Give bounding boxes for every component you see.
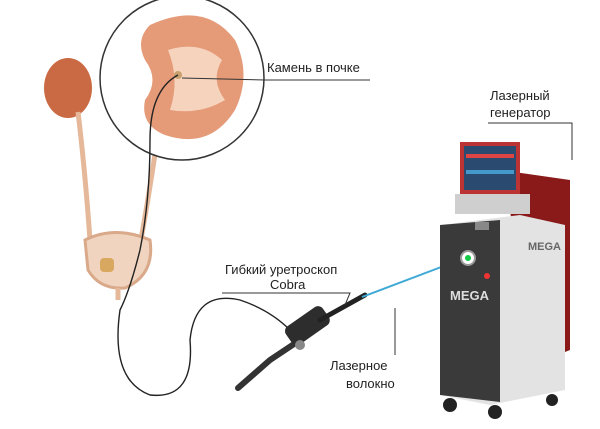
bladder	[83, 231, 153, 290]
stone-leader-line	[181, 77, 370, 81]
label-laser-fiber-line2: волокно	[346, 376, 395, 391]
scope-leader-line	[222, 292, 351, 306]
urethroscope-tip	[100, 258, 114, 272]
label-laser-generator-line1: Лазерный	[490, 88, 550, 103]
label-kidney-stone: Камень в почке	[267, 60, 360, 75]
label-laser-fiber-line1: Лазерное	[330, 358, 388, 373]
label-ureteroscope-line2: Cobra	[270, 277, 306, 292]
ureter	[75, 111, 93, 241]
laser-generator: MEGA MEGA	[440, 142, 570, 419]
label-ureteroscope-line1: Гибкий уретроскоп	[225, 262, 338, 277]
renal-pelvis	[168, 46, 225, 112]
ureteroscope	[235, 292, 368, 391]
ureteroscope-cable	[117, 74, 291, 397]
label-laser-generator-line2: генератор	[490, 105, 551, 120]
device-logo-front: MEGA	[450, 288, 490, 303]
generator-leader-line	[488, 122, 573, 160]
device-logo-side: MEGA	[528, 241, 561, 253]
kidney-small	[44, 58, 92, 118]
